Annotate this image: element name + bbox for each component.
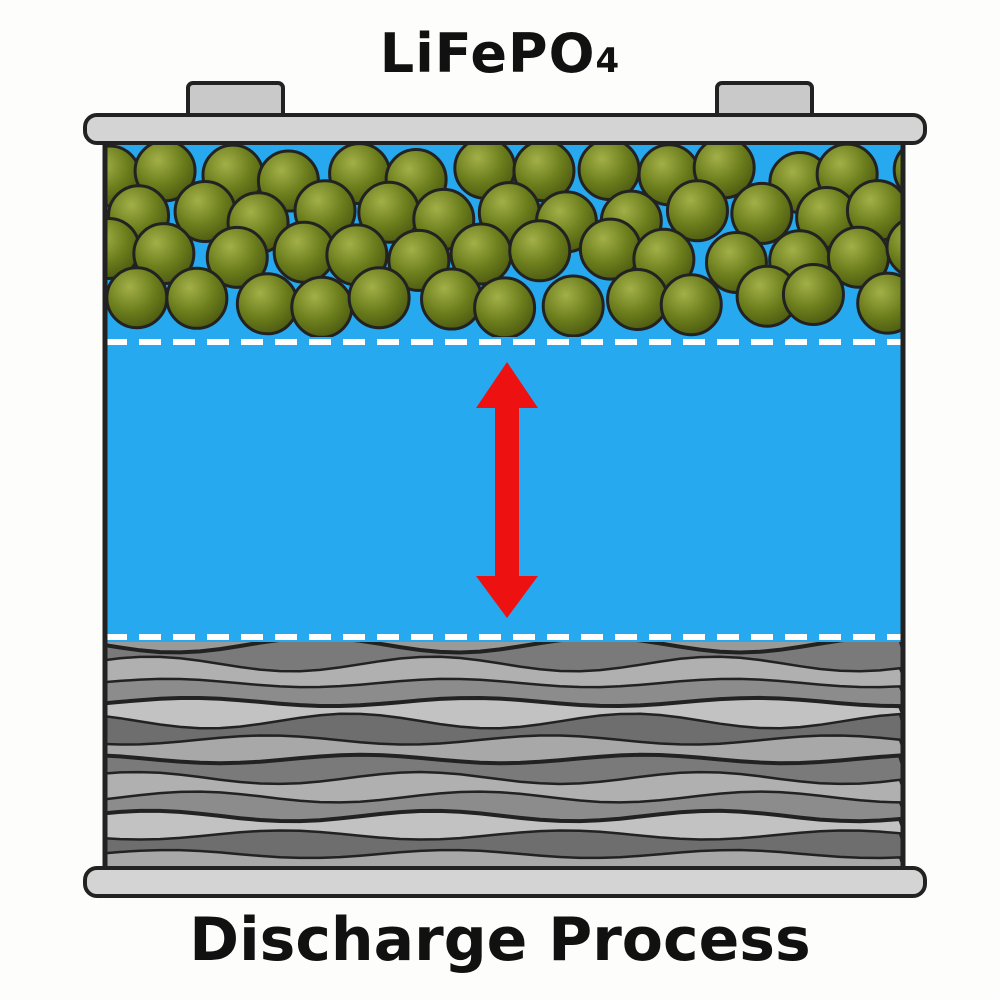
cathode-particle <box>606 268 670 332</box>
cathode-particle <box>508 219 572 283</box>
cathode-particle <box>885 219 903 276</box>
bottom-cap <box>83 866 927 898</box>
cathode-particle <box>290 275 354 337</box>
cathode-particle <box>856 271 903 335</box>
cathode-particle <box>420 267 484 331</box>
top-cap <box>83 113 927 145</box>
double-arrow-icon <box>476 362 538 618</box>
cathode-particle <box>235 272 299 336</box>
cathode-particle <box>205 225 269 289</box>
cathode-particles <box>105 142 903 337</box>
anode-graphite-layers <box>105 642 903 868</box>
cathode-particle <box>165 266 229 330</box>
cathode-particle <box>659 273 723 337</box>
cathode-particle <box>665 179 729 243</box>
cathode-particle <box>730 181 794 245</box>
cathode-particle <box>347 266 411 330</box>
title-subscript: 4 <box>595 41 621 81</box>
cathode-particle <box>272 220 336 284</box>
diagram-title: LiFePO4 <box>0 22 1000 85</box>
cathode-particle <box>781 262 845 326</box>
cathode-particle <box>541 274 605 337</box>
cathode-particle <box>105 266 169 330</box>
cathode-particle <box>473 276 537 337</box>
graphite-layer <box>105 848 903 868</box>
diagram-caption: Discharge Process <box>189 905 811 975</box>
title-text: LiFePO <box>379 22 596 85</box>
